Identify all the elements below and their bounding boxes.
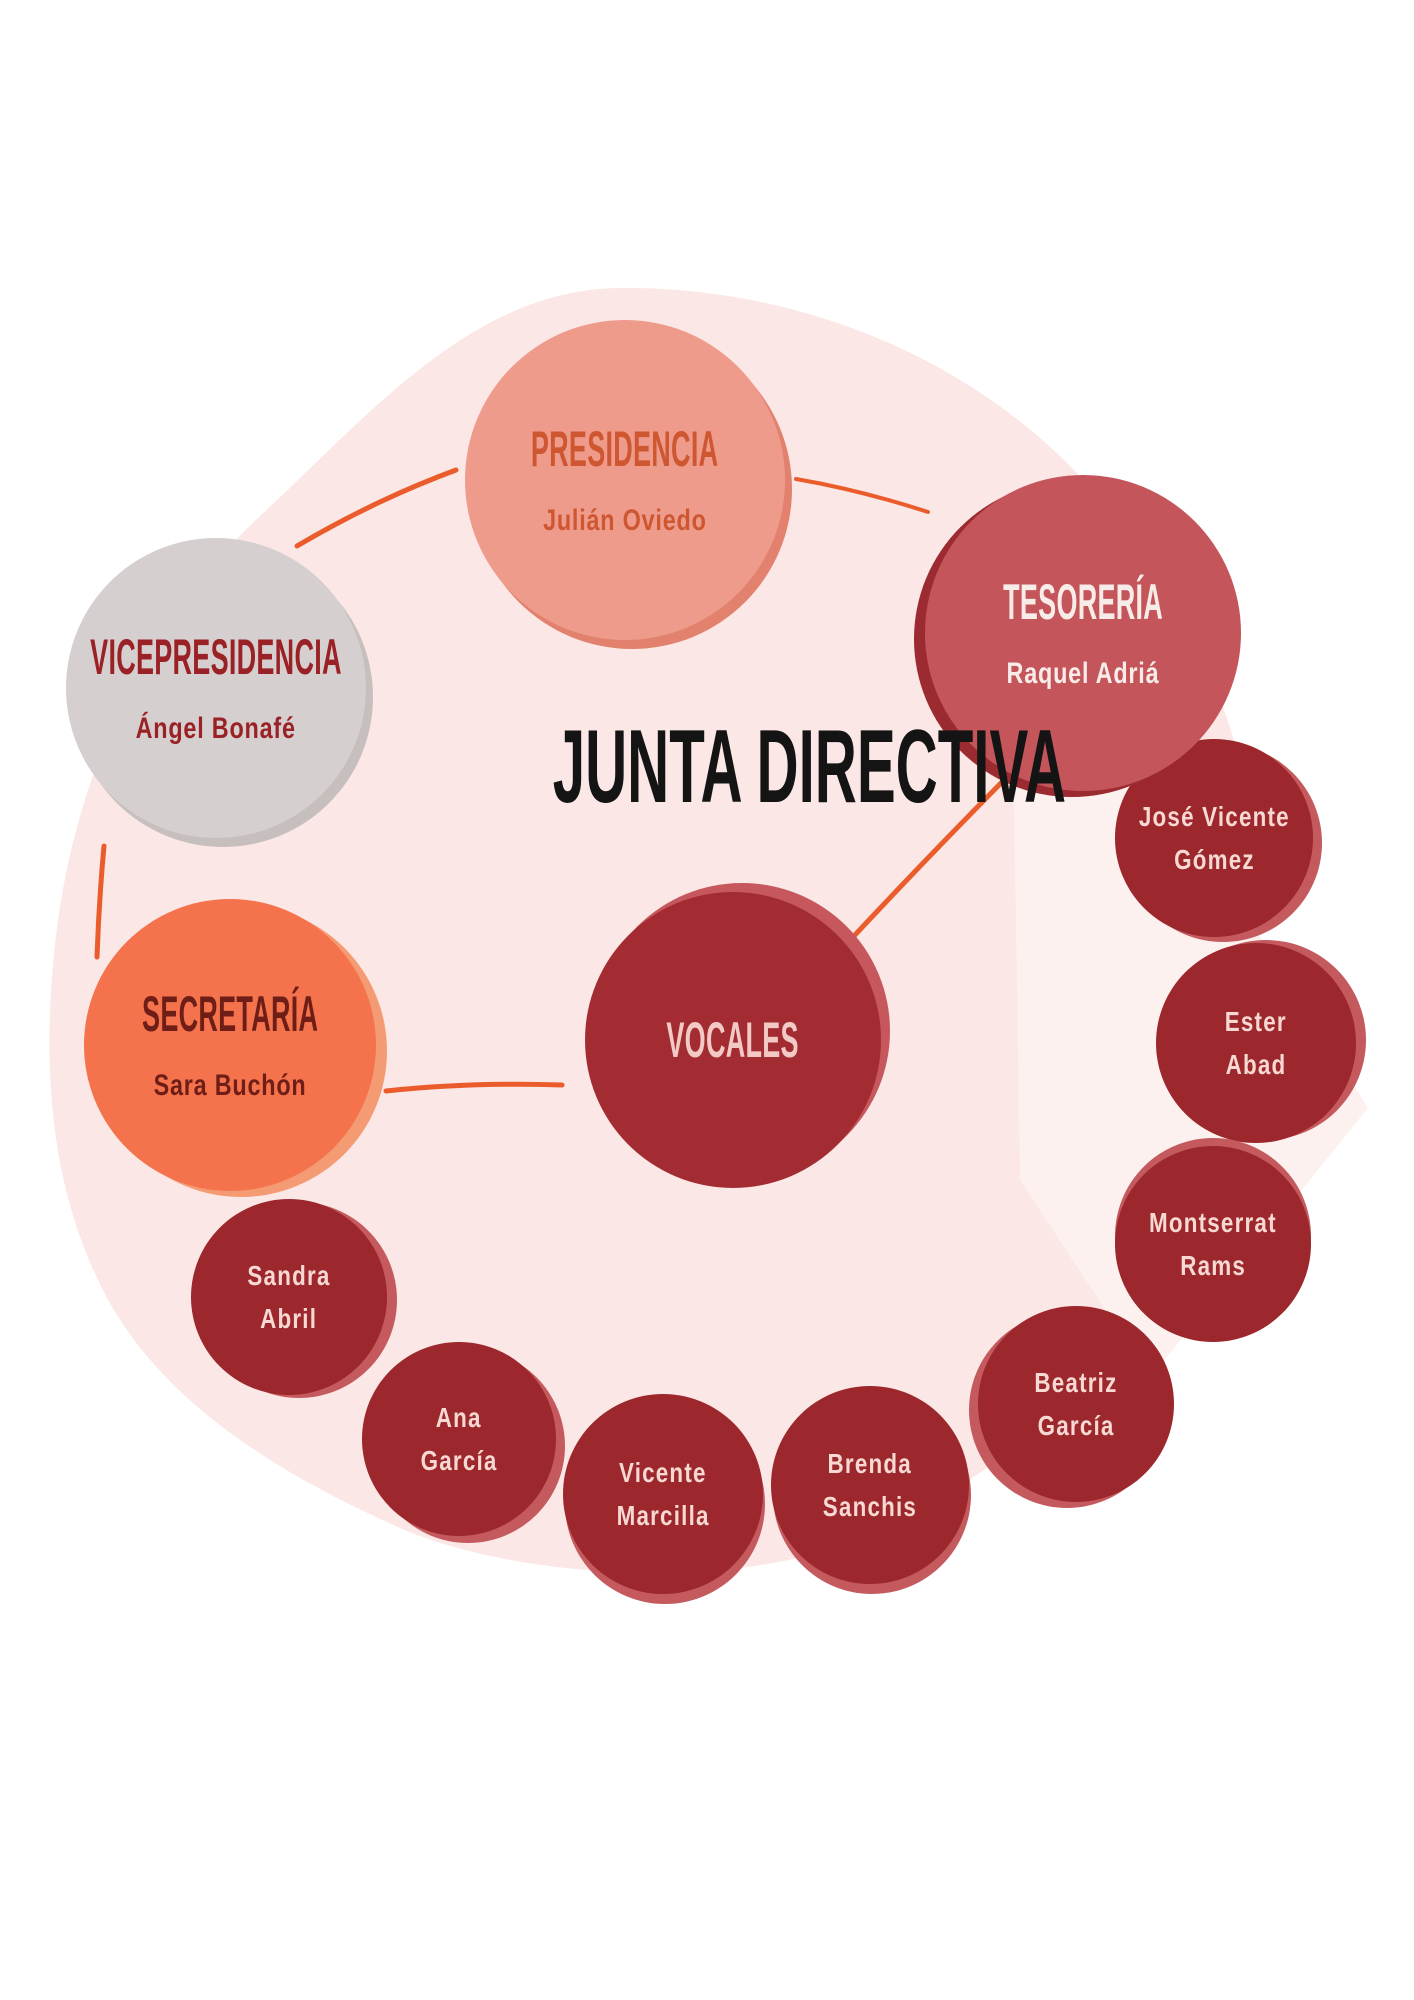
member-name: Marcilla: [616, 1500, 710, 1531]
presidencia-person-name: Julián Oviedo: [543, 504, 707, 537]
connector-stroke: [383, 1081, 565, 1094]
member-name: Sandra: [247, 1259, 331, 1291]
member-circle-sandra-abril: Sandra Abril: [191, 1199, 397, 1398]
vocales-circle: VOCALES: [585, 883, 890, 1188]
presidencia-label: PRESIDENCIA: [531, 421, 719, 477]
member-circle-brenda-sanchis: Brenda Sanchis: [771, 1386, 971, 1594]
connector-stroke: [851, 779, 1005, 939]
connector-stroke: [294, 467, 459, 549]
member-name: Gómez: [1173, 844, 1255, 875]
vicepresidencia-circle: VICEPRESIDENCIA Ángel Bonafé: [66, 538, 373, 847]
member-name: García: [420, 1445, 498, 1476]
secretaria-person-name: Sara Buchón: [153, 1069, 307, 1102]
member-name: Rams: [1180, 1250, 1246, 1281]
member-name: Ana: [436, 1401, 482, 1433]
member-name: José Vicente: [1138, 800, 1290, 832]
member-name: Vicente: [619, 1456, 707, 1488]
member-circle-beatriz-garcia: Beatriz García: [969, 1306, 1174, 1508]
vocales-label: VOCALES: [666, 1012, 800, 1068]
secretaria-label: SECRETARÍA: [141, 986, 319, 1042]
tesoreria-circle: TESORERÍA Raquel Adriá: [914, 475, 1241, 797]
tesoreria-person-name: Raquel Adriá: [1006, 657, 1160, 690]
page-title: JUNTA DIRECTIVA: [552, 709, 1067, 825]
connector-stroke: [94, 843, 107, 960]
tesoreria-label: TESORERÍA: [1003, 574, 1163, 630]
member-circle-ana-garcia: Ana García: [362, 1342, 565, 1543]
member-name: Brenda: [827, 1447, 913, 1479]
member-name: Sanchis: [822, 1491, 918, 1522]
vicepresidencia-person-name: Ángel Bonafé: [135, 712, 297, 745]
member-name: Abad: [1225, 1049, 1287, 1080]
connector-stroke: [794, 477, 930, 514]
member-name: Ester: [1224, 1005, 1288, 1037]
member-name: Beatriz: [1034, 1366, 1118, 1398]
secretaria-circle: SECRETARÍA Sara Buchón: [84, 899, 387, 1197]
presidencia-circle: PRESIDENCIA Julián Oviedo: [465, 320, 792, 649]
member-circle-montserrat-rams: Montserrat Rams: [1115, 1138, 1311, 1342]
member-name: Abril: [260, 1303, 318, 1334]
member-circle-vicente-marcilla: Vicente Marcilla: [563, 1394, 765, 1604]
member-circle-ester-abad: Ester Abad: [1156, 940, 1366, 1143]
member-name: García: [1037, 1410, 1115, 1441]
vicepresidencia-label: VICEPRESIDENCIA: [90, 629, 342, 685]
member-name: Montserrat: [1149, 1206, 1277, 1238]
